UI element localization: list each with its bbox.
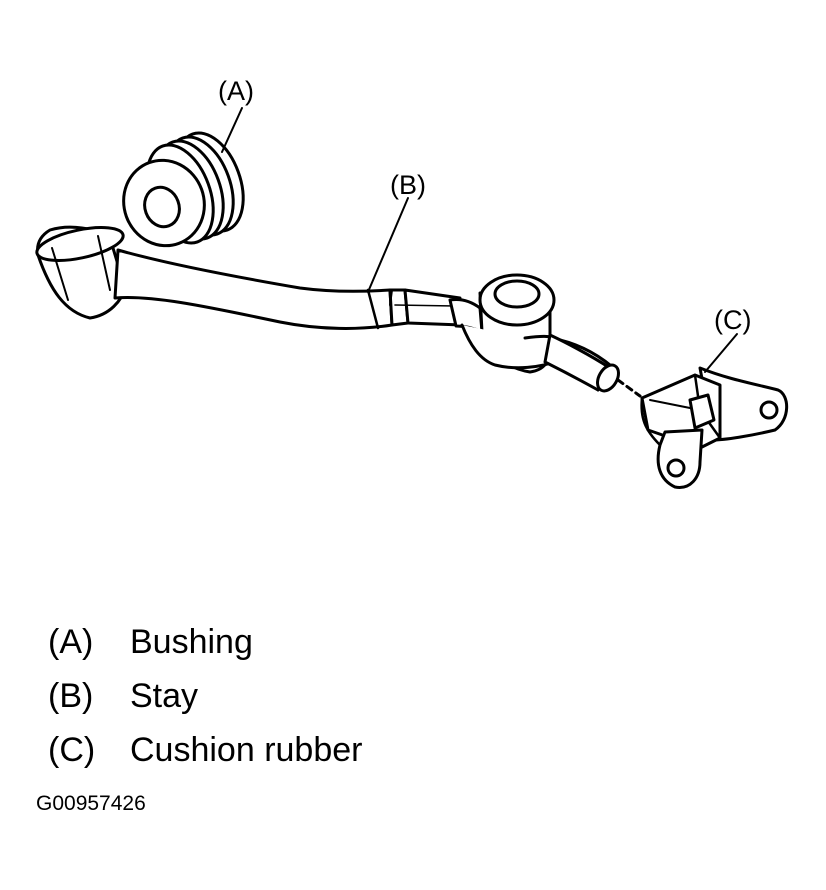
callout-a: (A) <box>218 76 254 106</box>
callout-b: (B) <box>390 170 426 200</box>
legend-label: Bushing <box>130 623 253 661</box>
callout-c: (C) <box>714 305 751 335</box>
legend-label: Stay <box>130 677 199 715</box>
legend-label: Cushion rubber <box>130 731 363 769</box>
leader-line-a <box>221 107 243 153</box>
legend-key: (C) <box>48 731 96 769</box>
cushion-rubber-part <box>640 366 789 489</box>
stay-part <box>35 225 620 393</box>
exploded-parts-diagram: (A) (B) (C) <box>35 76 789 489</box>
legend-item-stay: (B) Stay <box>48 669 362 723</box>
legend-key: (B) <box>48 677 94 715</box>
bushing-part <box>122 131 245 248</box>
legend-item-cushion-rubber: (C) Cushion rubber <box>48 723 362 777</box>
figure-id: G00957426 <box>36 792 146 815</box>
legend-item-bushing: (A) Bushing <box>48 615 362 669</box>
legend: (A) Bushing (B) Stay (C) Cushion rubber <box>48 615 362 777</box>
assembly-line <box>616 378 642 398</box>
leader-line-c <box>704 333 738 373</box>
leader-line-b <box>367 197 409 293</box>
legend-key: (A) <box>48 623 94 661</box>
